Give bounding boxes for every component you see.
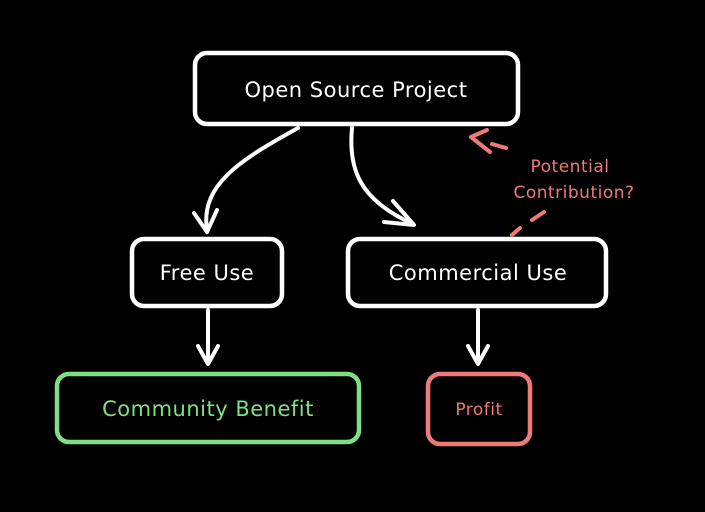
node-community-benefit[interactable]: Community Benefit — [54, 371, 362, 445]
node-open-source-project-box — [192, 50, 521, 127]
node-free-use-label: Free Use — [160, 261, 254, 285]
node-community-benefit-box — [54, 371, 362, 445]
annotation-line-1: Potential — [531, 157, 610, 177]
arrow-free-use-to-community-benefit — [196, 308, 220, 366]
node-free-use[interactable]: Free Use — [129, 236, 285, 309]
annotation-potential-contribution: Potential Contribution? — [513, 157, 634, 203]
node-commercial-use-label: Commercial Use — [389, 261, 568, 285]
node-commercial-use-box — [345, 236, 609, 309]
node-open-source-project-label: Open Source Project — [245, 78, 468, 102]
node-free-use-box — [129, 236, 285, 309]
node-open-source-project[interactable]: Open Source Project — [192, 50, 521, 127]
node-community-benefit-label: Community Benefit — [102, 397, 314, 421]
arrow-project-to-free-use — [192, 126, 300, 234]
annotation-line-2: Contribution? — [513, 183, 634, 203]
node-commercial-use[interactable]: Commercial Use — [345, 236, 609, 309]
arrow-commercial-use-to-profit — [466, 308, 490, 366]
dashed-arrow-potential-contribution — [469, 128, 546, 237]
node-profit[interactable]: Profit — [425, 371, 533, 447]
arrow-project-to-commercial-use — [349, 126, 416, 227]
node-profit-label: Profit — [455, 400, 502, 420]
node-profit-box — [425, 371, 533, 447]
